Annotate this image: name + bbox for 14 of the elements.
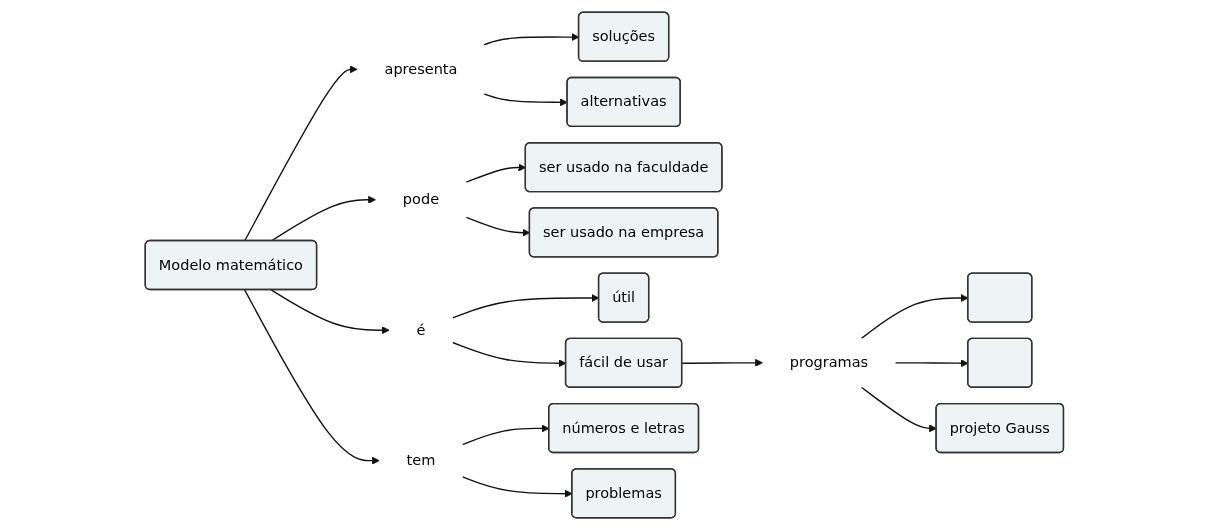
arrow xyxy=(451,341,566,367)
node-text: tem xyxy=(406,451,435,469)
arrow xyxy=(270,288,390,334)
arrow xyxy=(243,288,380,465)
node-text: apresenta xyxy=(384,59,458,77)
arrow xyxy=(482,32,579,46)
node-text: é xyxy=(416,320,426,338)
arrow xyxy=(465,216,530,237)
arrow xyxy=(451,293,599,319)
node-text: pode xyxy=(402,190,439,208)
node-text: programas xyxy=(789,353,868,371)
arrow xyxy=(270,195,376,242)
arrow xyxy=(681,358,763,367)
arrow xyxy=(243,64,358,242)
